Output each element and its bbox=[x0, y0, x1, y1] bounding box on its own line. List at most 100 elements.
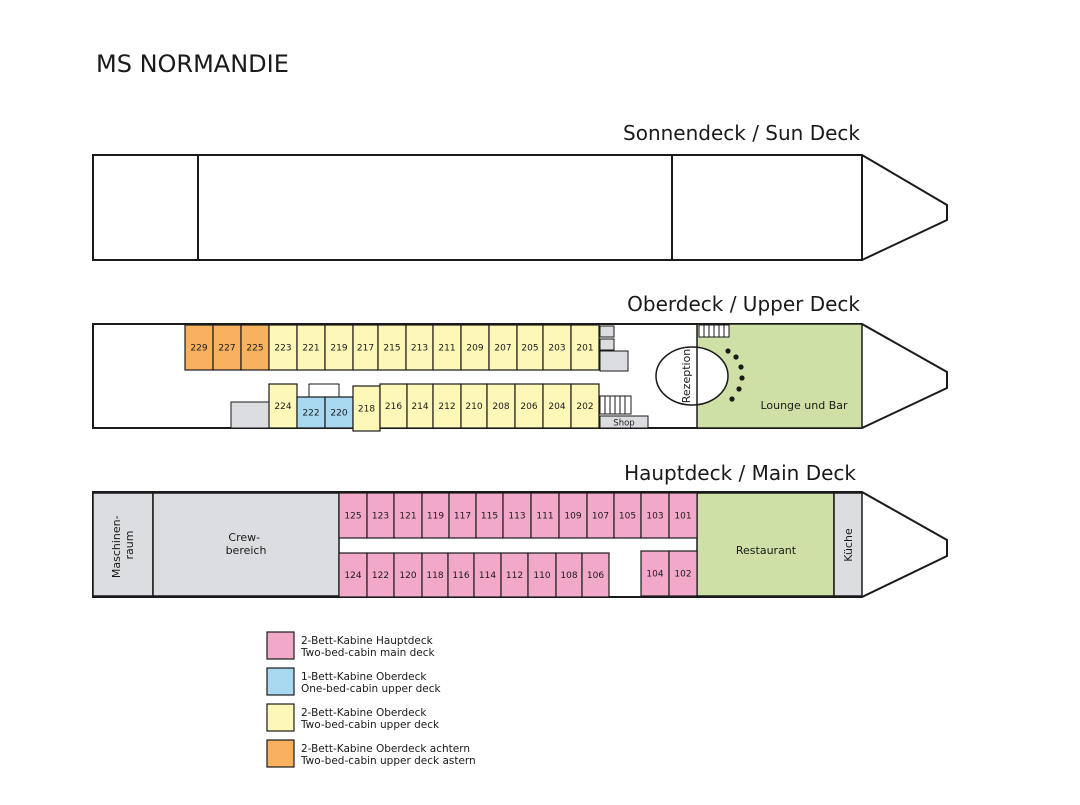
cabin-number: 206 bbox=[520, 402, 537, 412]
crew-area-label: Crew- bereich bbox=[226, 531, 267, 557]
cabin-201: 201 bbox=[570, 324, 600, 371]
service-room bbox=[599, 350, 629, 372]
cabin-number: 209 bbox=[466, 344, 483, 354]
cabin-105: 105 bbox=[613, 492, 642, 539]
cabin-number: 207 bbox=[494, 344, 511, 354]
cabin-number: 108 bbox=[560, 571, 577, 581]
cabin-box bbox=[393, 492, 423, 539]
cabin-box bbox=[296, 396, 326, 429]
cabin-110: 110 bbox=[527, 552, 557, 598]
bar-stool bbox=[738, 364, 744, 370]
shop-label: Shop bbox=[613, 419, 634, 429]
cabin-207: 207 bbox=[488, 324, 518, 371]
legend-label-de: 1-Bett-Kabine Oberdeck bbox=[301, 671, 427, 683]
cabin-108: 108 bbox=[555, 552, 583, 598]
cabin-123: 123 bbox=[366, 492, 395, 539]
cabin-box bbox=[448, 492, 477, 539]
cabin-number: 221 bbox=[302, 344, 319, 354]
cabin-107: 107 bbox=[586, 492, 615, 539]
sun-deck bbox=[92, 154, 948, 261]
bar-stool bbox=[736, 386, 742, 392]
cabin-box bbox=[240, 324, 270, 371]
cabin-box bbox=[377, 324, 407, 371]
cabin-215: 215 bbox=[377, 324, 407, 371]
cabin-number: 116 bbox=[452, 571, 469, 581]
cabin-number: 125 bbox=[344, 512, 361, 522]
cabin-216: 216 bbox=[379, 383, 408, 429]
restaurant-label: Restaurant bbox=[736, 544, 797, 557]
cabin-number: 124 bbox=[344, 571, 361, 581]
cabin-218: 218 bbox=[352, 385, 381, 432]
cabin-number: 202 bbox=[576, 402, 593, 412]
service-room bbox=[230, 401, 270, 429]
cabin-205: 205 bbox=[516, 324, 544, 371]
legend-label-de: 2-Bett-Kabine Oberdeck achtern bbox=[301, 743, 470, 755]
cabin-number: 216 bbox=[385, 402, 402, 412]
crew-area bbox=[152, 492, 340, 597]
lounge-label: Lounge und Bar bbox=[760, 399, 848, 412]
legend-label-de: 2-Bett-Kabine Oberdeck bbox=[301, 707, 427, 719]
sun-deck-title: Sonnendeck / Sun Deck bbox=[623, 121, 860, 145]
cabin-111: 111 bbox=[530, 492, 560, 539]
stairs-icon bbox=[698, 324, 730, 338]
cabin-214: 214 bbox=[406, 383, 434, 429]
legend-label-en: One-bed-cabin upper deck bbox=[301, 683, 442, 695]
cabin-221: 221 bbox=[296, 324, 326, 371]
cabin-box bbox=[668, 550, 698, 597]
cabin-box bbox=[527, 552, 557, 598]
cabin-number: 121 bbox=[399, 512, 416, 522]
cabin-box bbox=[379, 383, 408, 429]
cabin-box bbox=[586, 492, 615, 539]
service-room bbox=[599, 325, 615, 338]
cabin-217: 217 bbox=[352, 324, 379, 371]
cabin-number: 122 bbox=[372, 571, 389, 581]
cabin-number: 104 bbox=[646, 570, 663, 580]
cabin-102: 102 bbox=[668, 550, 698, 597]
cabin-box bbox=[366, 552, 395, 598]
cabin-box bbox=[460, 383, 488, 429]
cabin-number: 201 bbox=[576, 344, 593, 354]
cabin-box bbox=[366, 492, 395, 539]
bar-stool bbox=[733, 354, 739, 360]
cabin-219: 219 bbox=[324, 324, 354, 371]
cabin-109: 109 bbox=[558, 492, 588, 539]
legend-label-en: Two-bed-cabin upper deck astern bbox=[300, 755, 476, 767]
kitchen-label: Küche bbox=[842, 528, 855, 562]
cabin-number: 112 bbox=[506, 571, 523, 581]
cabin-box bbox=[668, 492, 698, 539]
bar-stool bbox=[725, 348, 731, 354]
cabin-number: 213 bbox=[411, 344, 428, 354]
cabin-number: 214 bbox=[411, 402, 428, 412]
cabin-number: 218 bbox=[358, 405, 375, 415]
upper-deck-title: Oberdeck / Upper Deck bbox=[627, 292, 860, 316]
cabin-213: 213 bbox=[405, 324, 434, 371]
cabin-209: 209 bbox=[460, 324, 490, 371]
cabin-120: 120 bbox=[393, 552, 423, 598]
cabin-number: 105 bbox=[619, 512, 636, 522]
cabin-number: 118 bbox=[426, 571, 443, 581]
legend-label-en: Two-bed-cabin main deck bbox=[300, 647, 436, 659]
cabin-number: 227 bbox=[218, 344, 235, 354]
cabin-112: 112 bbox=[500, 552, 529, 598]
cabin-number: 229 bbox=[190, 344, 207, 354]
cabin-number: 211 bbox=[438, 344, 455, 354]
cabin-number: 217 bbox=[357, 344, 374, 354]
cabin-box bbox=[555, 552, 583, 598]
legend-item: 2-Bett-Kabine Oberdeck achternTwo-bed-ca… bbox=[266, 739, 476, 768]
cabin-box bbox=[542, 383, 572, 429]
cabin-box bbox=[570, 383, 600, 429]
cabin-number: 225 bbox=[246, 344, 263, 354]
cabin-number: 220 bbox=[330, 409, 347, 419]
kitchen bbox=[833, 492, 863, 597]
cabin-number: 119 bbox=[427, 512, 444, 522]
cabin-220: 220 bbox=[324, 396, 354, 429]
cabin-222: 222 bbox=[296, 396, 326, 429]
cabin-number: 208 bbox=[492, 402, 509, 412]
cabin-number: 102 bbox=[674, 570, 691, 580]
cabin-box bbox=[542, 324, 572, 371]
